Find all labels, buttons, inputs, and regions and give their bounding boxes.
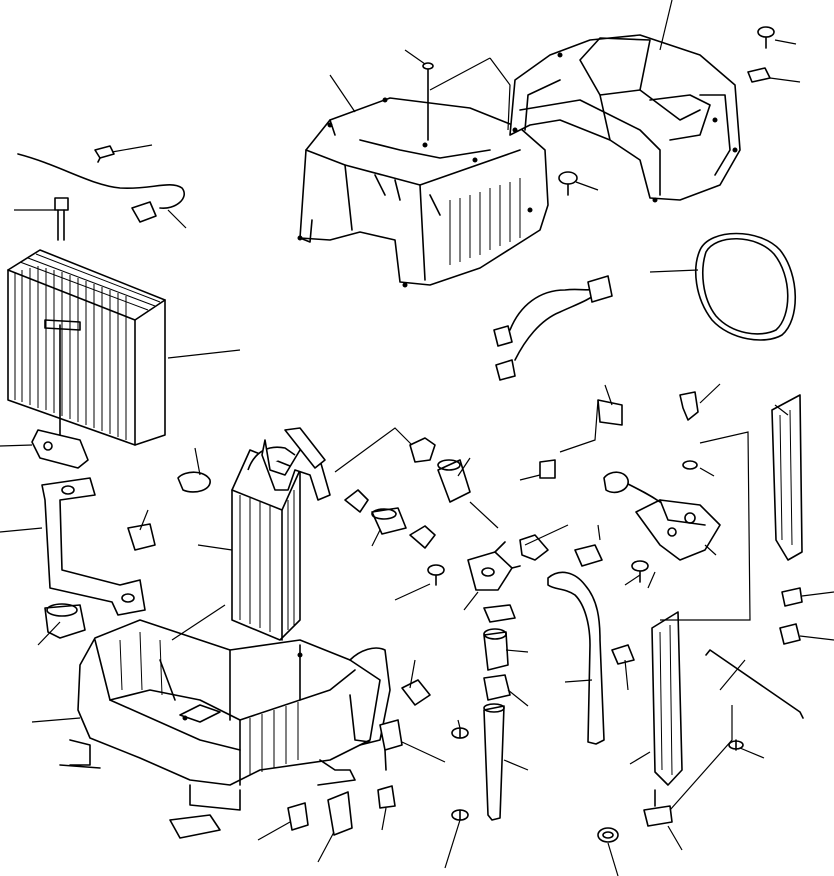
mounting-bracket — [643, 789, 673, 827]
grommet-cover — [558, 171, 578, 196]
clip-top-right — [747, 67, 771, 83]
upper-cover — [297, 97, 549, 288]
hose-clamp-1 — [409, 437, 436, 463]
clip-bottom-2 — [377, 785, 396, 809]
hose-clamp-2 — [344, 489, 369, 513]
clip-right-1 — [781, 587, 803, 607]
small-clip-right — [597, 399, 623, 426]
hose-sleeve-left — [44, 603, 86, 639]
hose-clamp-4 — [483, 604, 516, 623]
bracket-right — [679, 391, 699, 421]
valve-block — [467, 541, 521, 591]
sensor-wire — [17, 153, 185, 223]
screw-right-bottom — [728, 739, 744, 751]
grommet-right — [682, 460, 698, 470]
hose-clamp-5 — [483, 674, 511, 701]
screw-bottom-center — [451, 809, 469, 821]
screw-right — [631, 560, 649, 583]
blower-resistor — [603, 471, 721, 561]
drain-hose-long — [483, 703, 505, 821]
clip-center — [539, 459, 556, 479]
clip-bottom-1 — [287, 802, 309, 831]
small-sleeve — [127, 523, 156, 551]
filter-panel-top — [771, 394, 803, 561]
hose-sleeve-1 — [437, 459, 471, 503]
screw-center-left — [427, 564, 445, 586]
drain-pipe — [547, 571, 605, 745]
support-rod — [705, 649, 804, 719]
small-clip-top-left — [94, 145, 115, 163]
bracket-center — [379, 719, 403, 771]
clip-center-2 — [401, 679, 431, 706]
pin-top — [422, 62, 434, 141]
hose-clamp-3 — [409, 525, 436, 549]
drive-belt — [694, 232, 797, 341]
clamp-center-right — [519, 534, 549, 561]
bolt — [54, 197, 69, 241]
clamp-small-left — [177, 471, 211, 493]
drain-hose-short — [483, 628, 509, 671]
lower-case — [59, 619, 391, 839]
connector-clip — [574, 544, 603, 567]
heater-core — [231, 427, 331, 641]
wire-harness — [493, 275, 613, 381]
filter-panel-bottom — [651, 611, 683, 786]
bolt-bottom-right — [597, 827, 619, 843]
clip-right-2 — [779, 623, 801, 645]
evaporator-core — [7, 249, 166, 446]
refrigerant-pipe — [41, 477, 146, 616]
air-duct-housing — [509, 34, 741, 203]
gasket-bottom — [327, 791, 353, 836]
expansion-valve — [31, 429, 89, 469]
screw-top-right — [757, 26, 775, 49]
screw-center — [451, 727, 469, 739]
clip-right-small — [611, 644, 635, 665]
hose-sleeve-2 — [371, 507, 407, 535]
